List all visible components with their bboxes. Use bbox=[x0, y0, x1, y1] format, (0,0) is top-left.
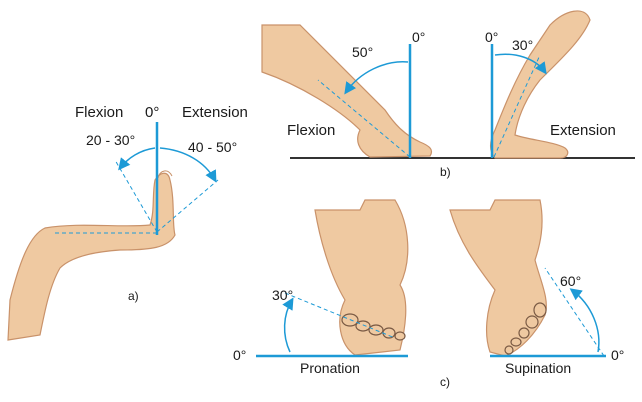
panel-b-left-arc bbox=[344, 61, 409, 95]
panel-a-leg bbox=[7, 172, 176, 341]
panel-c-supination-angle: 60° bbox=[560, 273, 581, 289]
panel-c-supination-foot bbox=[449, 199, 547, 357]
panel-b-right-zero: 0° bbox=[485, 29, 498, 45]
panel-b-left-leg-line bbox=[317, 79, 411, 158]
panel-c-pronation-label: Pronation bbox=[300, 360, 360, 376]
panel-a-zero-label: 0° bbox=[145, 104, 159, 121]
panel-b-left-label: Flexion bbox=[287, 122, 335, 139]
panel-c-letter: c) bbox=[440, 375, 450, 389]
panel-a-extension-range: 40 - 50° bbox=[188, 139, 237, 155]
panel-a-extension-arc bbox=[159, 147, 217, 183]
panel-c-supination-arc bbox=[569, 288, 600, 353]
panel-b-right-leg bbox=[489, 10, 591, 159]
panel-b-letter: b) bbox=[440, 165, 451, 179]
panel-a-flexion-arc bbox=[118, 147, 156, 171]
panel-a-flexion-line bbox=[114, 159, 158, 233]
panel-b-right-leg-line bbox=[493, 54, 541, 158]
panel-c-supination-label: Supination bbox=[505, 360, 571, 376]
panel-a-flexion-range: 20 - 30° bbox=[86, 132, 135, 148]
panel-c-supination-tilt-line bbox=[544, 267, 605, 357]
panel-a: Flexion 0° Extension 20 - 30° 40 - 50° a… bbox=[7, 104, 248, 341]
panel-c: 30° 0° Pronation 60° 0° Supination c) bbox=[233, 199, 624, 389]
panel-c-pronation-zero: 0° bbox=[233, 347, 246, 363]
panel-c-pronation-arc bbox=[282, 297, 294, 353]
panel-b-left-zero: 0° bbox=[412, 29, 425, 45]
panel-c-supination-zero: 0° bbox=[611, 347, 624, 363]
panel-b-right-label: Extension bbox=[550, 122, 616, 139]
panel-a-extension-label: Extension bbox=[182, 104, 248, 121]
panel-b-left-angle: 50° bbox=[352, 44, 373, 60]
panel-a-toes bbox=[157, 170, 173, 179]
panel-b: 50° 0° Flexion 0° 30° Extension b) bbox=[261, 10, 635, 179]
panel-c-pronation-tilt-line bbox=[284, 292, 396, 339]
panel-c-pronation-angle: 30° bbox=[272, 287, 293, 303]
panel-b-right-angle: 30° bbox=[512, 37, 533, 53]
panel-c-pronation-foot bbox=[314, 199, 409, 356]
panel-c-supination-toes bbox=[504, 302, 547, 355]
panel-b-right-arc bbox=[494, 53, 547, 75]
panel-a-letter: a) bbox=[128, 289, 139, 303]
panel-a-extension-line bbox=[156, 179, 219, 233]
panel-a-flexion-label: Flexion bbox=[75, 104, 123, 121]
